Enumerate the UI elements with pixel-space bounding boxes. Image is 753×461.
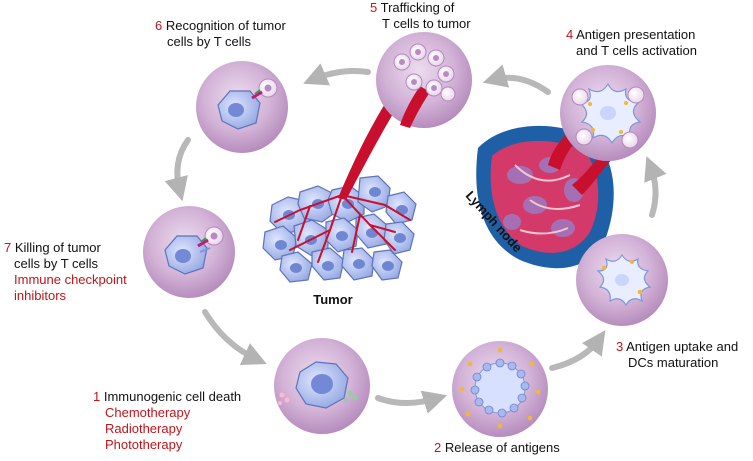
step-4-title-line-2: and T cells activation — [576, 43, 697, 58]
step-1-number: 1 — [93, 389, 101, 404]
step-4-label: 4 Antigen presentation and T cells activ… — [566, 27, 697, 59]
step-6-title-line-2: cells by T cells — [167, 34, 252, 49]
step-2-label: 2 Release of antigens — [434, 440, 560, 456]
step-6-number: 6 — [155, 18, 163, 33]
step-6-sphere — [196, 61, 288, 153]
step-3-sphere — [576, 234, 668, 326]
step-4-sphere — [560, 65, 656, 161]
step-6-title-line-1: Recognition of tumor — [165, 18, 286, 33]
arrow-4-to-5 — [482, 64, 551, 95]
step-4-title-line-1: Antigen presentation — [576, 27, 696, 42]
step-6-label: 6 Recognition of tumor cells by T cells — [155, 18, 286, 50]
step-7-number: 7 — [4, 240, 12, 255]
arrow-3-to-4 — [644, 156, 667, 218]
therapy-radiotherapy: Radiotherapy — [105, 421, 183, 436]
step-5-title-line-2: T cells to tumor — [382, 16, 471, 31]
arrow-1-to-2 — [375, 390, 448, 414]
step-3-title-line-2: DCs maturation — [628, 355, 719, 370]
step-5-sphere — [376, 32, 472, 128]
therapy-phototherapy: Phototherapy — [105, 437, 183, 452]
step-4-number: 4 — [566, 27, 574, 42]
arrow-2-to-3 — [549, 330, 606, 371]
step-1-label: 1 Immunogenic cell death Chemotherapy Ra… — [93, 389, 241, 453]
step-5-label: 5 Trafficking of T cells to tumor — [370, 0, 471, 32]
cycle-arrows — [164, 63, 667, 414]
lymph-node — [476, 125, 615, 269]
therapy-immune-checkpoint-line-1: Immune checkpoint — [14, 272, 127, 287]
step-1-title: Immunogenic cell death — [103, 389, 242, 404]
arrow-5-to-6 — [303, 63, 371, 86]
step-7-sphere — [143, 206, 235, 298]
arrow-6-to-7 — [164, 137, 191, 202]
tumor-label: Tumor — [313, 292, 352, 307]
step-7-label: 7 Killing of tumor cells by T cells Immu… — [4, 240, 127, 304]
therapy-chemotherapy: Chemotherapy — [105, 405, 191, 420]
step-7-title-line-1: Killing of tumor — [14, 240, 101, 255]
step-7-title-line-2: cells by T cells — [14, 256, 99, 271]
step-2-sphere — [452, 341, 548, 437]
step-3-title-line-1: Antigen uptake and — [626, 339, 739, 354]
therapy-immune-checkpoint-line-2: inhibitors — [14, 288, 67, 303]
arrow-7-to-1 — [202, 309, 267, 365]
step-3-label: 3 Antigen uptake and DCs maturation — [616, 339, 738, 371]
step-1-sphere — [274, 338, 370, 434]
step-5-title-line-1: Trafficking of — [380, 0, 455, 15]
step-5-number: 5 — [370, 0, 378, 15]
step-3-number: 3 — [616, 339, 624, 354]
step-2-number: 2 — [434, 440, 442, 455]
step-2-title: Release of antigens — [444, 440, 560, 455]
